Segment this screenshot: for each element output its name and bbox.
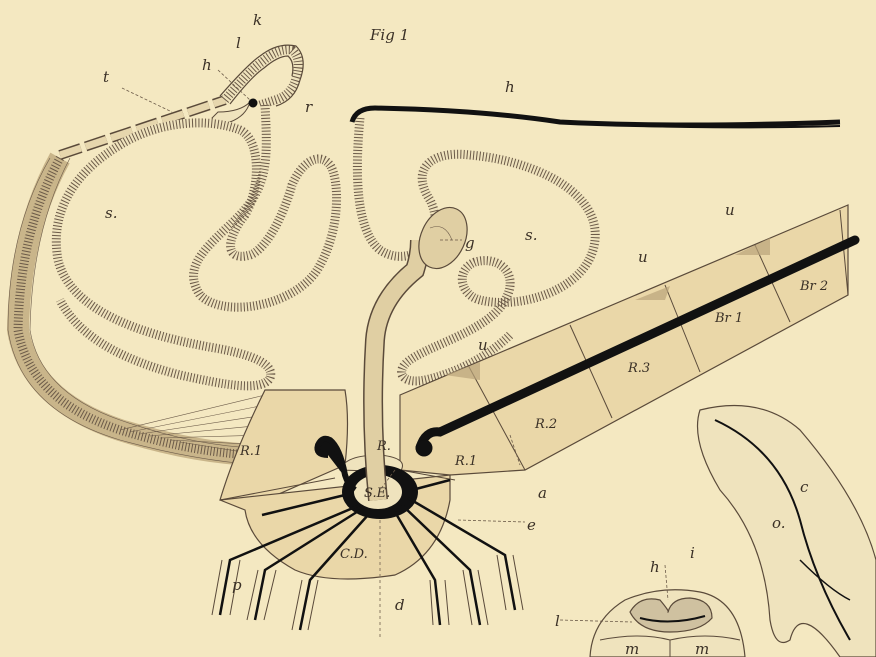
label-R3: R.3 <box>627 361 650 376</box>
label-Br2: Br 2 <box>799 279 828 294</box>
label-CD: C.D. <box>340 547 368 562</box>
label-u1: u <box>725 201 735 219</box>
dark-tube-h <box>352 108 840 127</box>
cross-section-i <box>560 565 745 657</box>
label-l: l <box>236 34 241 52</box>
label-d: d <box>395 596 405 614</box>
label-e: e <box>527 516 536 534</box>
label-R1-left: R.1 <box>239 444 262 459</box>
label-k: k <box>253 11 262 29</box>
label-m2: m <box>695 640 709 657</box>
label-h-right: h <box>505 78 515 96</box>
label-p: p <box>232 576 242 594</box>
label-m1: m <box>625 640 639 657</box>
label-u3: u <box>478 336 488 354</box>
dashed-segment-t <box>60 100 225 155</box>
label-c: c <box>800 478 809 496</box>
label-g: g <box>465 234 475 252</box>
label-r: r <box>305 98 313 116</box>
label-u2: u <box>638 248 648 266</box>
label-h-lower: h <box>650 558 660 576</box>
hook-k-l <box>212 45 303 122</box>
label-R1-mid: R.1 <box>454 454 477 469</box>
label-h-upper: h <box>202 56 212 74</box>
label-SE: S.E. <box>364 486 390 501</box>
label-o: o. <box>772 514 786 532</box>
label-i: i <box>690 544 695 562</box>
label-t: t <box>103 68 110 86</box>
label-l-lower: l <box>555 612 560 630</box>
left-curved-band <box>8 158 265 465</box>
label-Br1: Br 1 <box>714 311 743 326</box>
label-R-small: R. <box>376 439 391 454</box>
label-R2: R.2 <box>534 417 557 432</box>
label-s-left: s. <box>105 204 117 222</box>
figure-title: Fig 1 <box>369 26 409 44</box>
label-s-right: s. <box>525 226 537 244</box>
label-a: a <box>538 484 547 502</box>
